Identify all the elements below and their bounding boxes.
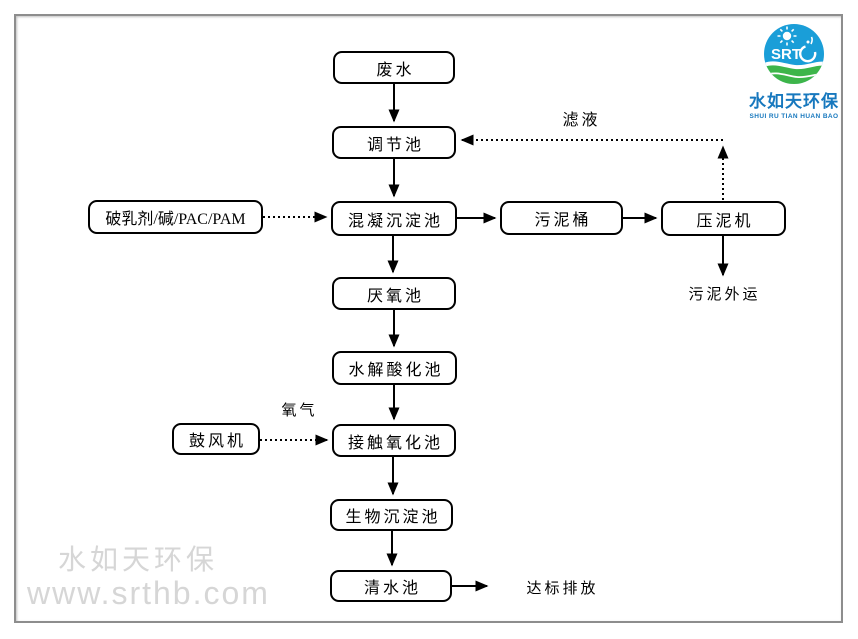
label-filtrate: 滤液 [562,112,601,129]
logo-acronym: SRT [771,46,801,63]
water-splash-icon [799,36,817,63]
node-contact-oxidation-tank: 接触氧化池 [332,424,456,457]
label-oxygen: 氧气 [281,403,318,419]
watermark-company: 水如天环保 [58,544,219,575]
logo-company-name-en: SHUI RU TIAN HUAN BAO [749,113,839,120]
node-regulating-tank: 调节池 [332,126,456,159]
sun-icon [777,26,797,46]
node-sludge-press: 压泥机 [661,201,786,236]
node-sludge-bucket: 污泥桶 [500,201,623,235]
company-logo: SRT 水如天环保 SHUI RU TIAN HUAN BAO [746,22,842,120]
node-clean-water-tank: 清水池 [330,570,452,602]
node-biological-sedimentation-tank: 生物沉淀池 [330,499,453,531]
logo-mark: SRT [764,24,824,84]
node-hydrolysis-acidification-tank: 水解酸化池 [332,351,457,385]
node-blower: 鼓风机 [172,423,260,455]
node-wastewater: 废水 [333,51,455,84]
node-coagulation-sedimentation-tank: 混凝沉淀池 [331,201,457,236]
node-dosing-agents: 破乳剂/碱/PAC/PAM [88,200,263,234]
label-discharge: 达标排放 [526,581,599,597]
node-anaerobic-tank: 厌氧池 [332,277,456,310]
logo-company-name-cn: 水如天环保 [749,92,839,111]
watermark-url: www.srthb.com [27,575,270,611]
label-sludge-out: 污泥外运 [688,287,761,303]
